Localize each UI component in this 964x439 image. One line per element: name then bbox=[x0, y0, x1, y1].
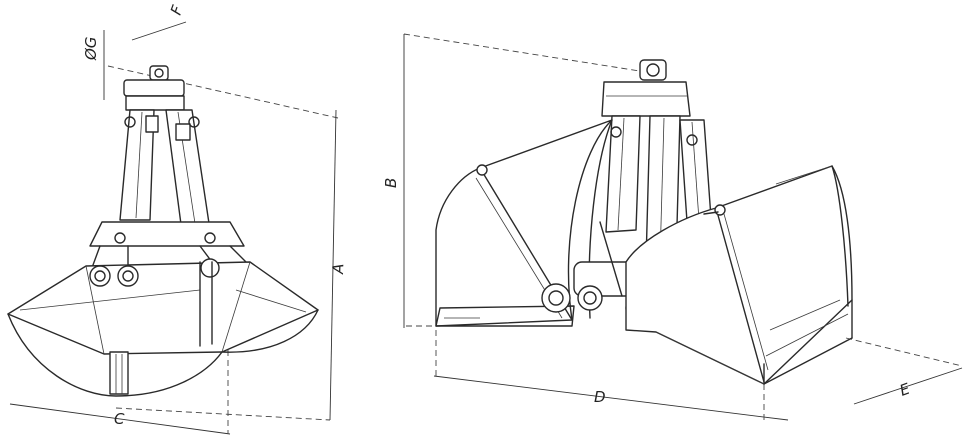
dim-label-c: C bbox=[114, 410, 125, 428]
dim-label-a: A bbox=[329, 263, 347, 275]
dim-label-d: D bbox=[594, 388, 606, 406]
dim-label-b: B bbox=[382, 178, 400, 188]
right-perspective-view: B D E bbox=[382, 33, 963, 421]
left-side-view: ØG F A C bbox=[7, 3, 347, 435]
dim-label-e: E bbox=[897, 379, 913, 399]
dim-label-f: F bbox=[167, 3, 187, 18]
dim-label-diameter-g: ØG bbox=[82, 37, 100, 61]
